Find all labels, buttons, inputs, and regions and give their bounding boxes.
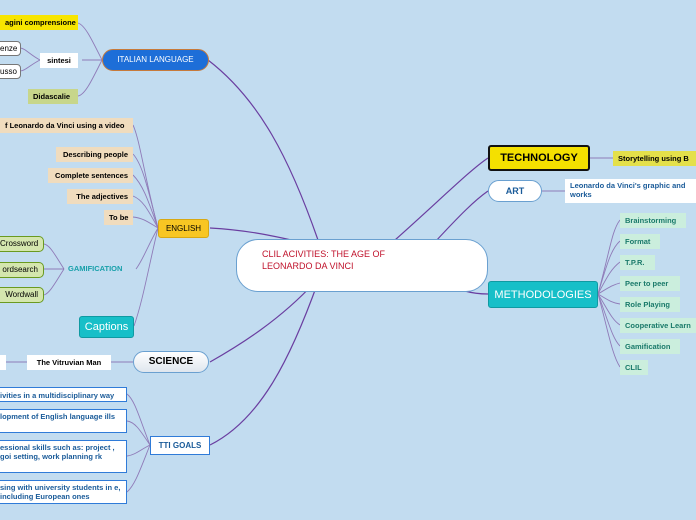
topic-italian-language[interactable]: ITALIAN LANGUAGE: [102, 49, 209, 71]
english-item-video[interactable]: f Leonardo da Vinci using a video: [0, 118, 133, 133]
method-peer-to-peer[interactable]: Peer to peer: [620, 276, 680, 291]
english-item-to-be[interactable]: To be: [104, 210, 133, 225]
subtopic-usso[interactable]: usso: [0, 64, 21, 79]
english-item-adjectives[interactable]: The adjectives: [67, 189, 133, 204]
english-item-describing-people[interactable]: Describing people: [56, 147, 133, 162]
tti-goal-english-language[interactable]: lopment of English language ills: [0, 409, 127, 433]
method-clil[interactable]: CLIL: [620, 360, 648, 375]
method-cooperative-learning[interactable]: Cooperative Learn: [620, 318, 696, 333]
science-subnode[interactable]: [0, 355, 6, 370]
topic-methodologies[interactable]: METHODOLOGIES: [488, 281, 598, 308]
science-vitruvian-man[interactable]: The Vitruvian Man: [27, 355, 111, 370]
gamification-wordwall[interactable]: Wordwall: [0, 287, 44, 303]
topic-tti-goals[interactable]: TTI GOALS: [150, 436, 210, 455]
tti-goal-university-students[interactable]: sing with university students in e, incl…: [0, 480, 127, 504]
art-leonardo-works[interactable]: Leonardo da Vinci's graphic and works: [565, 179, 696, 203]
subtopic-sintesi[interactable]: sintesi: [40, 53, 78, 68]
method-tpr[interactable]: T.P.R.: [620, 255, 655, 270]
method-gamification[interactable]: Gamification: [620, 339, 680, 354]
central-topic[interactable]: CLIL ACIVITIES: THE AGE OF LEONARDO DA V…: [236, 239, 488, 292]
english-captions[interactable]: Captions: [79, 316, 134, 338]
english-gamification[interactable]: GAMIFICATION: [68, 264, 123, 273]
english-item-complete-sentences[interactable]: Complete sentences: [48, 168, 133, 183]
gamification-wordsearch[interactable]: ordsearch: [0, 262, 44, 278]
method-format[interactable]: Format: [620, 234, 660, 249]
topic-art[interactable]: ART: [488, 180, 542, 202]
tti-goal-professional-skills[interactable]: essional skills such as: project , goi s…: [0, 440, 127, 473]
central-topic-line2: LEONARDO DA VINCI: [262, 261, 354, 271]
topic-technology[interactable]: TECHNOLOGY: [488, 145, 590, 171]
topic-english[interactable]: ENGLISH: [158, 219, 209, 238]
gamification-crossword[interactable]: Crossword: [0, 236, 44, 252]
tti-goal-multidisciplinary[interactable]: ivities in a multidisciplinary way: [0, 387, 127, 402]
topic-science[interactable]: SCIENCE: [133, 351, 209, 373]
subtopic-comprensione[interactable]: agini comprensione: [0, 15, 78, 30]
method-role-playing[interactable]: Role Playing: [620, 297, 680, 312]
central-topic-line1: CLIL ACIVITIES: THE AGE OF: [262, 249, 386, 259]
technology-storytelling[interactable]: Storytelling using B: [613, 151, 696, 166]
subtopic-didascalie[interactable]: Didascalie: [28, 89, 78, 104]
subtopic-senze[interactable]: enze: [0, 41, 21, 56]
method-brainstorming[interactable]: Brainstorming: [620, 213, 686, 228]
